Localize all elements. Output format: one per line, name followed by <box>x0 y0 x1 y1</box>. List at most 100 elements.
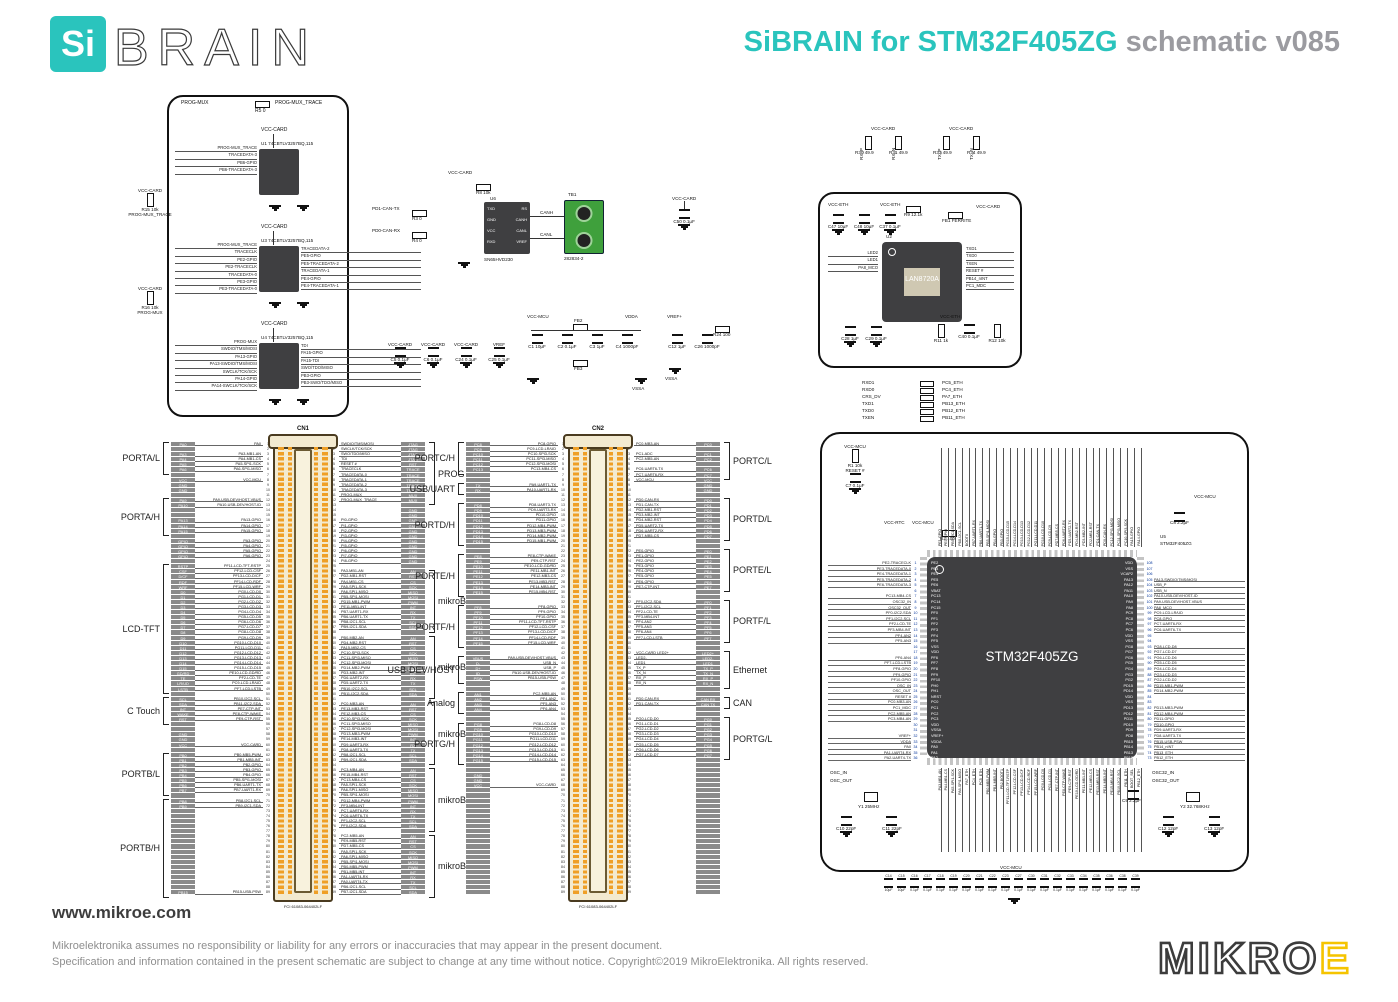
signal-label: PD1-CAN-TX <box>634 702 696 707</box>
pin-number: 36 <box>627 620 631 625</box>
wire: PA3-MB1-AN <box>938 768 948 852</box>
pin-number: 61 <box>561 747 565 752</box>
pin-tag: PD7 <box>696 533 720 539</box>
signal-label: PC2-MB5-AN <box>339 834 401 839</box>
pin-tag <box>171 859 195 865</box>
pin-row: 57 <box>171 727 273 733</box>
pin-tag: SCK <box>401 717 425 723</box>
wire: PE8-CTP-WAKE <box>1062 768 1072 852</box>
pin-number: 73 <box>1147 756 1152 761</box>
pin-number: 16 <box>913 644 918 649</box>
pin-tag: GND <box>401 548 425 555</box>
connector-pins <box>314 447 318 895</box>
net-label: OSC_IN <box>830 770 848 775</box>
signal-label <box>490 890 558 895</box>
pin-name: PB12 <box>1123 756 1133 761</box>
pin-tag <box>171 834 195 840</box>
pin-tag: PC11 <box>466 457 490 463</box>
signal-label: PG3-LCD-D3 <box>195 605 263 610</box>
pin-tag: PF9 <box>466 610 490 616</box>
signal-label: PROG-MUX <box>175 339 257 347</box>
pin-number: 12 <box>332 498 336 503</box>
pin-number: 43 <box>627 655 631 660</box>
net-label: CANL <box>540 232 553 237</box>
pin-name: PC14 <box>931 600 941 605</box>
ferrite-bead <box>948 212 963 219</box>
wire: PE11-MB1-INT <box>1082 768 1093 852</box>
pin-number: 40 <box>627 640 631 645</box>
pin-row: 65 <box>624 768 720 774</box>
pin-tag: RST <box>401 839 425 845</box>
pin-number: 10 <box>561 487 565 492</box>
capacitor <box>427 347 439 357</box>
pin-row: 15 <box>171 513 273 519</box>
pin-number: 48 <box>627 681 631 686</box>
section-bracket: PORTF/H <box>416 605 464 648</box>
capacitor-label: C50 0.1μF <box>673 219 695 224</box>
signal-label: VREF+ <box>828 734 911 740</box>
pin-number: 58 <box>561 732 565 737</box>
pin-number: 82 <box>627 854 631 859</box>
capacitor-label: C2 0.1μF <box>557 344 577 349</box>
pin-tag <box>696 849 720 855</box>
pin-number: 76 <box>561 824 565 829</box>
pin-tag <box>466 869 490 875</box>
section-bracket: PORTF/L <box>724 600 771 643</box>
wire: PC5_ETH <box>979 768 989 852</box>
pin-row: 76 <box>624 824 720 830</box>
pin-number: 69 <box>266 788 270 793</box>
pin-number: 40 <box>561 640 565 645</box>
pin-number: 87 <box>1147 678 1152 683</box>
component-group: C40 0.1μF <box>956 324 982 339</box>
signal-label: LED2- <box>634 656 696 661</box>
wire: PA14-GPIO <box>1137 448 1148 547</box>
pin-tag: CS <box>401 645 425 651</box>
pin-row: 7 <box>171 472 273 478</box>
pin-number: 78 <box>561 834 565 839</box>
signal-label: PD15-MB1-PWM <box>339 600 401 605</box>
pin-tag: PF15 <box>466 640 490 646</box>
crystal-label: Y2 32.768KHz <box>1180 804 1210 809</box>
section-label: PORTF/H <box>415 621 455 632</box>
pin-tag: GND <box>401 533 425 539</box>
pin-tag: RX <box>401 808 425 814</box>
pin-tag <box>171 747 195 753</box>
wire <box>683 201 685 209</box>
pin-tag <box>466 880 490 886</box>
mux-ic <box>259 343 299 389</box>
pin-tag <box>696 538 720 544</box>
pin-number: 85 <box>627 869 631 874</box>
pin-tag: INT <box>401 671 425 677</box>
net-label: PC4_ETH <box>942 387 963 392</box>
net-label: RXD1 <box>862 380 875 385</box>
capacitor-value: 0.1μF <box>1027 888 1036 892</box>
pin-tag: PF12 <box>466 625 490 631</box>
pin-number: 41 <box>266 645 270 650</box>
signal-label: PB4-GPIO <box>992 529 997 546</box>
pin-number: 39 <box>561 635 565 640</box>
pin-tag: PWM <box>401 864 425 870</box>
pin-name: GND <box>487 217 496 222</box>
wire: PD5-UART2-TX <box>1068 448 1079 547</box>
pin-name: PG4 <box>1125 666 1133 671</box>
resistor-label: R3 0 <box>412 216 422 221</box>
pin-tag: SCL <box>401 620 425 626</box>
pin-number: 107 <box>1146 566 1153 571</box>
pin-tag: D8 <box>171 630 195 636</box>
signal-label: PF11-LCD-TFT-RSTP <box>490 620 558 625</box>
website-link[interactable]: www.mikroe.com <box>52 903 192 922</box>
